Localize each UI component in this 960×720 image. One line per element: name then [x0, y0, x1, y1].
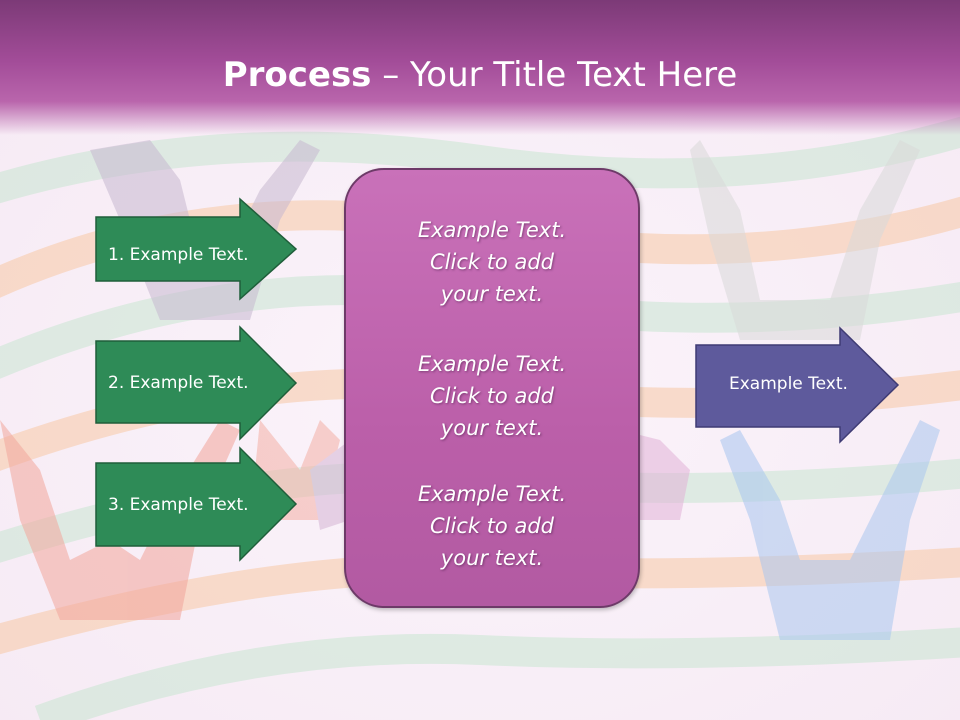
blue-arrow-shape: [695, 326, 900, 444]
paragraph-3-line-3: your text.: [440, 546, 544, 570]
slide-title[interactable]: Process – Your Title Text Here: [0, 52, 960, 98]
paragraph-1: Example Text. Click to add your text.: [346, 214, 638, 310]
paragraph-2: Example Text. Click to add your text.: [346, 348, 638, 444]
paragraph-2-line-1: Example Text.: [417, 352, 567, 376]
paragraph-1-line-1: Example Text.: [417, 218, 567, 242]
paragraph-1-line-3: your text.: [440, 282, 544, 306]
arrow-step-3[interactable]: 3. Example Text.: [95, 446, 298, 562]
crowd-silhouettes: [0, 140, 940, 640]
green-arrow-shape: [95, 446, 298, 562]
arrow-step-3-label: 3. Example Text.: [108, 495, 249, 515]
title-bold: Process: [222, 55, 372, 95]
green-arrow-shape: [95, 197, 298, 301]
green-arrow-shape: [95, 325, 298, 441]
arrow-step-1-label: 1. Example Text.: [108, 245, 249, 265]
title-bar: [0, 0, 960, 135]
paragraph-1-line-2: Click to add: [429, 250, 554, 274]
paragraph-3: Example Text. Click to add your text.: [346, 478, 638, 574]
paragraph-3-line-1: Example Text.: [417, 482, 567, 506]
arrow-step-1[interactable]: 1. Example Text.: [95, 197, 298, 301]
paragraph-3-line-2: Click to add: [429, 514, 554, 538]
center-text-box[interactable]: Example Text. Click to add your text. Ex…: [344, 168, 640, 608]
arrow-result-label: Example Text.: [729, 374, 848, 394]
arrow-step-2[interactable]: 2. Example Text.: [95, 325, 298, 441]
title-rest: – Your Title Text Here: [371, 55, 738, 95]
arrow-result[interactable]: Example Text.: [695, 326, 900, 444]
paragraph-2-line-3: your text.: [440, 416, 544, 440]
arrow-step-2-label: 2. Example Text.: [108, 373, 249, 393]
paragraph-2-line-2: Click to add: [429, 384, 554, 408]
